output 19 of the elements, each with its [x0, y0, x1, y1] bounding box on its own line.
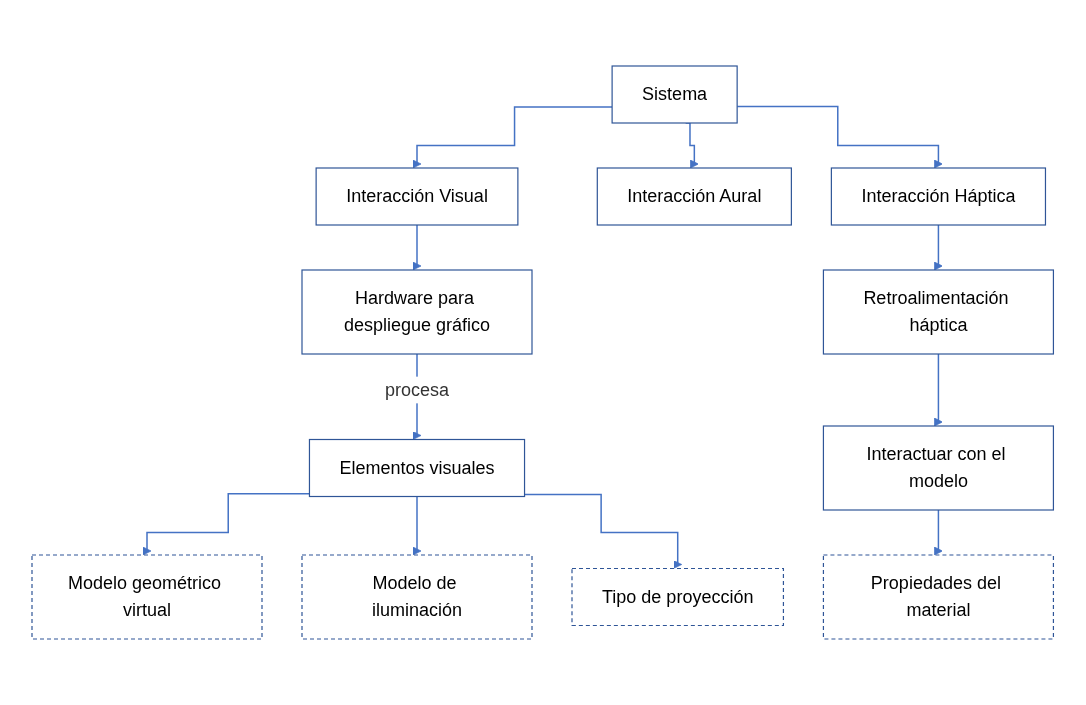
arrow — [142, 492, 311, 556]
node-box: Elementos visuales — [309, 438, 526, 498]
arrow — [524, 493, 683, 569]
node-box: Retroalimentación háptica — [823, 269, 1055, 355]
arrow — [934, 353, 944, 427]
node-box: Sistema — [611, 65, 738, 124]
arrow — [934, 224, 944, 271]
node-box: Propiedades del material — [823, 554, 1055, 640]
edge-label: procesa — [385, 379, 450, 400]
node-box: Interacción Háptica — [831, 167, 1047, 226]
node-box: Interacción Aural — [597, 167, 793, 226]
node-box: Tipo de proyección — [571, 567, 785, 627]
node-box: Modelo geométrico virtual — [31, 554, 263, 640]
node-box: Modelo de iluminación — [301, 554, 533, 640]
arrow — [412, 495, 422, 556]
node-box: Interactuar con el modelo — [823, 425, 1055, 511]
node-box: Hardware para despliegue gráfico — [301, 269, 533, 355]
arrow — [412, 224, 422, 271]
node-box: Interacción Visual — [315, 167, 519, 226]
